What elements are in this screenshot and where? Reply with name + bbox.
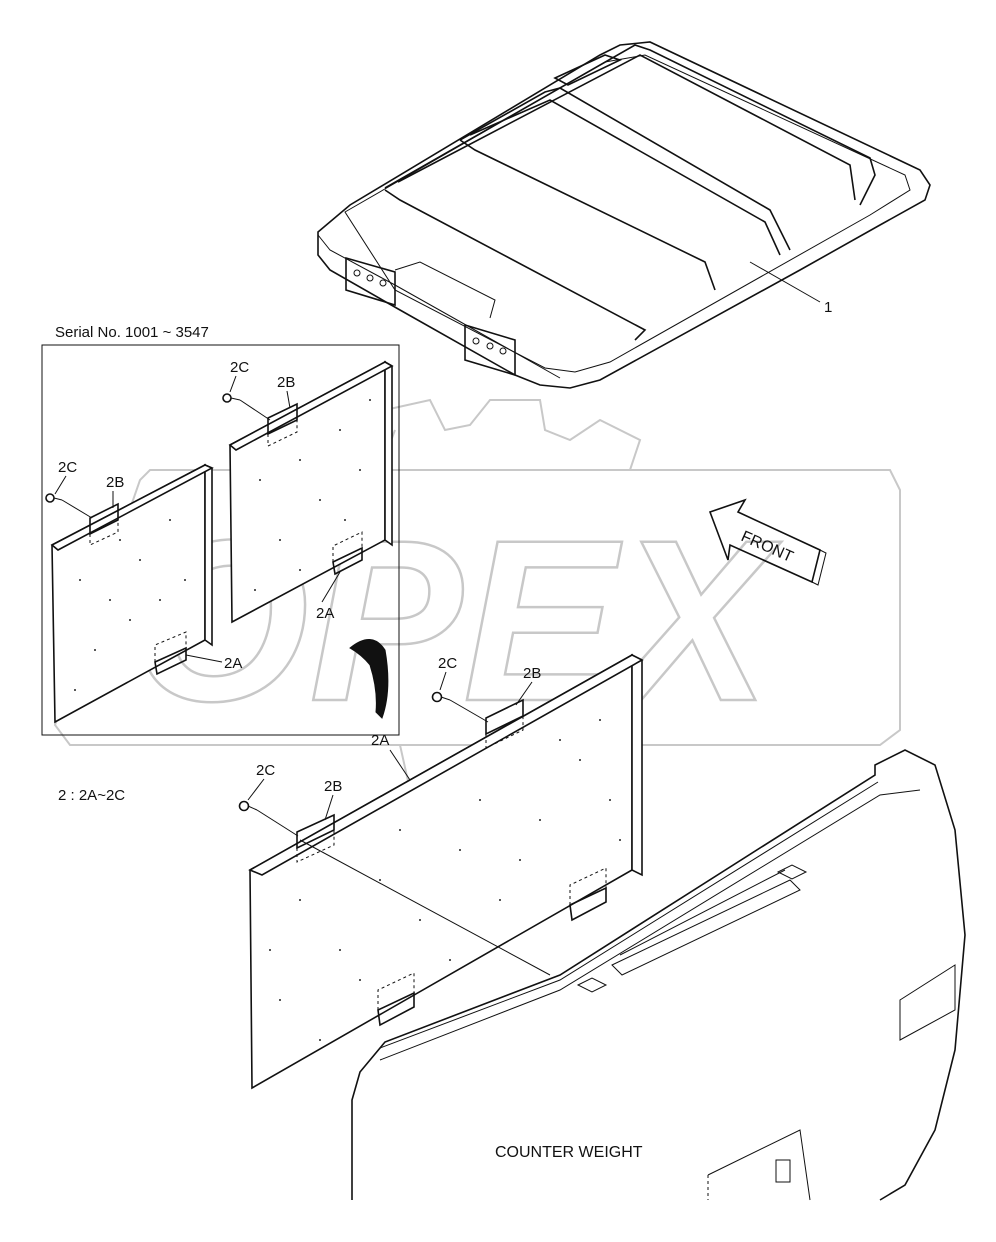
- main-right-2c: 2C: [438, 655, 457, 672]
- inset-panel-left: [45, 463, 214, 724]
- panel-texture: [74, 399, 371, 691]
- main-2a: 2A: [371, 732, 389, 749]
- serial-inset: Serial No. 1001 ~ 3547 2C 2B 2A: [41, 324, 400, 736]
- hood-hinge-right: [464, 323, 516, 377]
- main-right-2b: 2B: [523, 665, 541, 682]
- main-panel: [238, 653, 644, 1090]
- hood-cover: 1: [317, 41, 931, 389]
- counter-weight: COUNTER WEIGHT: [351, 749, 966, 1201]
- counter-weight-label: COUNTER WEIGHT: [495, 1144, 643, 1161]
- inset-left-2b: 2B: [106, 474, 124, 491]
- replacement-arrow: [349, 639, 389, 719]
- hood-hinge-left: [345, 256, 396, 307]
- watermark-text: OPEX: [130, 492, 782, 749]
- main-panel-texture: [269, 719, 621, 1041]
- inset-panel-right: [222, 360, 394, 624]
- inset-right-2b: 2B: [277, 374, 295, 391]
- kit-note: 2 : 2A~2C: [58, 787, 125, 804]
- main-left-2b: 2B: [324, 778, 342, 795]
- inset-left-2a: 2A: [224, 655, 242, 672]
- inset-left-2c: 2C: [58, 459, 77, 476]
- label-part-1: 1: [824, 299, 832, 316]
- inset-right-2c: 2C: [230, 359, 249, 376]
- inset-right-2a: 2A: [316, 605, 334, 622]
- main-left-2c: 2C: [256, 762, 275, 779]
- serial-number-label: Serial No. 1001 ~ 3547: [55, 324, 209, 341]
